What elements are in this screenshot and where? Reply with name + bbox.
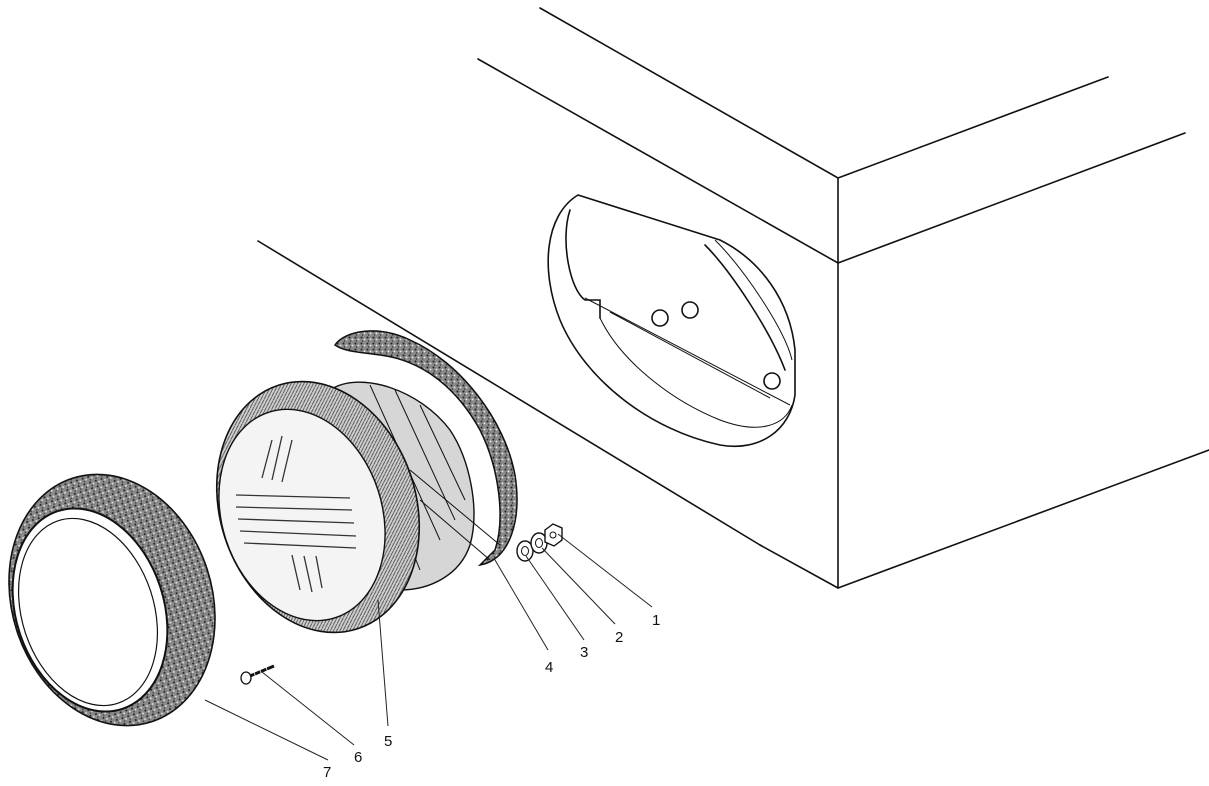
callout-5: 5	[384, 733, 392, 750]
retaining-screw	[240, 664, 275, 685]
lens-pattern	[235, 435, 357, 593]
lamp-seal-gasket	[333, 330, 518, 567]
headlamp-trim-ring	[8, 473, 216, 727]
nut-1	[544, 523, 563, 547]
lamp-mounting-opening	[547, 194, 796, 448]
callout-2: 2	[615, 629, 623, 646]
callout-labels: 1 2 3 4 5 6 7	[323, 612, 660, 781]
washer-3	[516, 540, 534, 562]
callout-7: 7	[323, 764, 331, 781]
callout-3: 3	[580, 644, 588, 661]
leader-lines	[204, 533, 653, 761]
vehicle-body-panel	[257, 7, 1209, 589]
sealed-beam-lamp-unit	[215, 380, 501, 634]
callout-4: 4	[545, 659, 553, 676]
nut-and-washers	[516, 523, 563, 562]
callout-1: 1	[652, 612, 660, 629]
callout-6: 6	[354, 749, 362, 766]
